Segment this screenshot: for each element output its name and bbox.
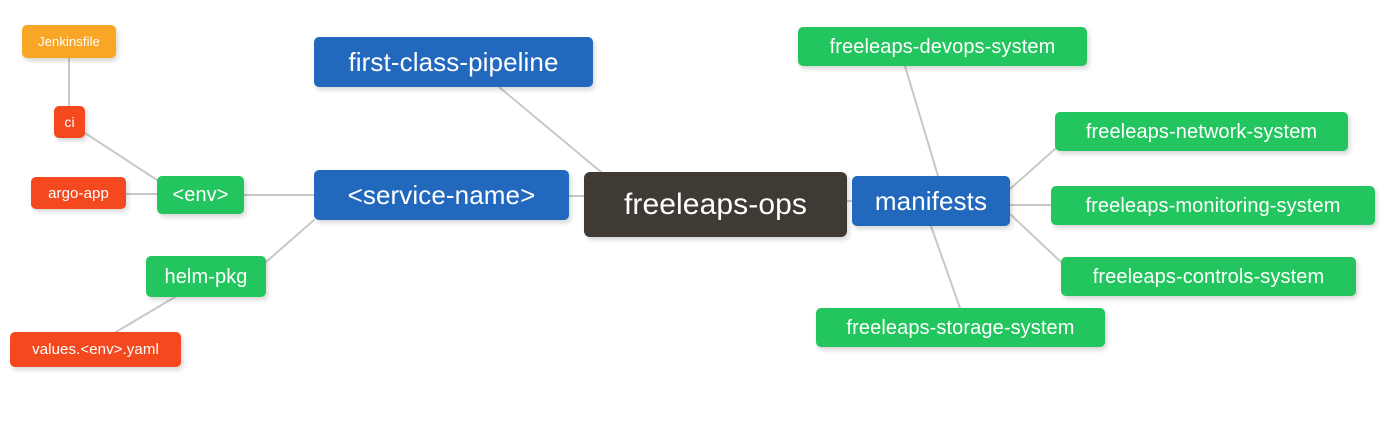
node-argo-app[interactable]: argo-app bbox=[31, 177, 126, 209]
node-jenkinsfile[interactable]: Jenkinsfile bbox=[22, 25, 116, 58]
node-monitoring-system[interactable]: freeleaps-monitoring-system bbox=[1051, 186, 1375, 225]
edge-e-helmpkg-values bbox=[115, 296, 176, 333]
node-devops-system[interactable]: freeleaps-devops-system bbox=[798, 27, 1087, 66]
node-manifests[interactable]: manifests bbox=[852, 176, 1010, 226]
edge-e-ci-env bbox=[84, 132, 158, 181]
edge-e-pipeline-ops bbox=[498, 86, 602, 173]
node-ci[interactable]: ci bbox=[54, 106, 85, 138]
node-controls-system[interactable]: freeleaps-controls-system bbox=[1061, 257, 1356, 296]
node-freeleaps-ops[interactable]: freeleaps-ops bbox=[584, 172, 847, 237]
edge-e-servicename-helmpkg bbox=[265, 219, 315, 263]
node-service-name[interactable]: <service-name> bbox=[314, 170, 569, 220]
node-env[interactable]: <env> bbox=[157, 176, 244, 214]
node-values-yaml[interactable]: values.<env>.yaml bbox=[10, 332, 181, 367]
node-first-class-pipeline[interactable]: first-class-pipeline bbox=[314, 37, 593, 87]
node-helm-pkg[interactable]: helm-pkg bbox=[146, 256, 266, 297]
node-network-system[interactable]: freeleaps-network-system bbox=[1055, 112, 1348, 151]
edge-e-manifests-network bbox=[1009, 148, 1056, 190]
edge-e-manifests-storage bbox=[930, 225, 961, 309]
node-storage-system[interactable]: freeleaps-storage-system bbox=[816, 308, 1105, 347]
edge-e-manifests-devops bbox=[904, 65, 939, 177]
